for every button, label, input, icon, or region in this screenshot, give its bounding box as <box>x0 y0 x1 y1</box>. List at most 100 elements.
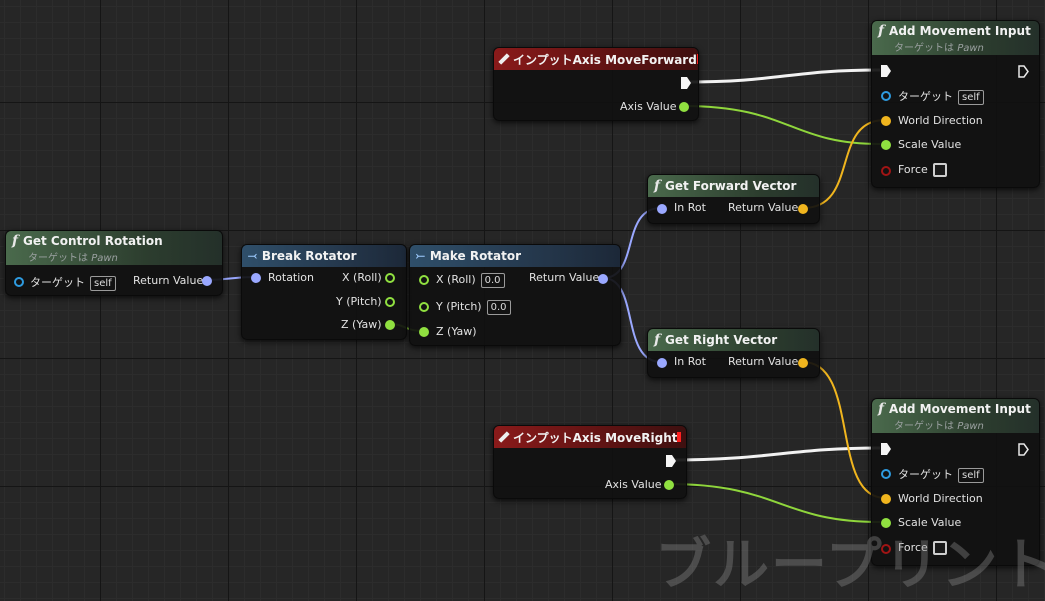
z-yaw-label: Z (Yaw) <box>341 318 382 331</box>
float-wire-right-scale <box>667 483 881 523</box>
stop-icon <box>677 432 682 442</box>
exec-output-pin[interactable] <box>1018 65 1029 78</box>
node-header: ⤙ Break Rotator <box>242 245 406 267</box>
target-pin[interactable] <box>881 469 891 479</box>
target-pin[interactable] <box>14 277 24 287</box>
float-wire-forward-scale <box>682 105 881 145</box>
return-label: Return Value <box>133 274 204 287</box>
function-icon: f <box>878 400 885 417</box>
blueprint-watermark: ブループリント <box>655 533 1045 598</box>
z-yaw-output-pin[interactable] <box>385 320 395 330</box>
event-icon <box>498 431 510 443</box>
return-value-pin[interactable] <box>202 276 212 286</box>
world-direction-label: World Direction <box>898 492 983 505</box>
stop-icon <box>696 54 698 64</box>
force-label: Force <box>898 541 947 555</box>
target-pin[interactable] <box>881 91 891 101</box>
force-checkbox[interactable] <box>932 541 947 555</box>
scale-value-label: Scale Value <box>898 138 962 151</box>
y-pitch-value[interactable]: 0.0 <box>486 300 511 315</box>
scale-value-pin[interactable] <box>881 140 891 150</box>
node-title: Add Movement Input <box>889 23 1031 38</box>
function-icon: f <box>654 178 661 194</box>
node-title: インプットAxis MoveRight <box>513 430 678 445</box>
exec-output-pin[interactable] <box>1018 443 1029 456</box>
node-header: インプットAxis MoveRight <box>494 426 686 448</box>
axis-value-label: Axis Value <box>620 100 677 113</box>
world-direction-pin[interactable] <box>881 494 891 504</box>
force-checkbox[interactable] <box>932 163 947 177</box>
z-yaw-input-pin[interactable] <box>419 327 429 337</box>
exec-wire-right <box>670 446 881 462</box>
x-roll-label: X (Roll)0.0 <box>436 273 505 288</box>
return-value-pin[interactable] <box>798 358 808 368</box>
axis-value-pin[interactable] <box>664 480 674 490</box>
function-icon: f <box>878 22 885 39</box>
axis-value-pin[interactable] <box>679 102 689 112</box>
vector-wire-right-dir <box>802 361 886 499</box>
make-struct-icon: ⤚ <box>416 249 425 262</box>
exec-input-pin[interactable] <box>881 443 891 455</box>
node-header: インプットAxis MoveForward <box>494 48 698 70</box>
node-make-rotator[interactable]: ⤚ Make Rotator X (Roll)0.0 Return Value Y… <box>409 244 621 346</box>
node-input-axis-move-right[interactable]: インプットAxis MoveRight Axis Value <box>493 425 687 499</box>
x-roll-output-pin[interactable] <box>385 273 395 283</box>
y-pitch-input-pin[interactable] <box>419 302 429 312</box>
world-direction-label: World Direction <box>898 114 983 127</box>
node-break-rotator[interactable]: ⤙ Break Rotator Rotation X (Roll) Y (Pitc… <box>241 244 407 340</box>
node-title: Get Forward Vector <box>665 179 797 193</box>
event-icon <box>498 53 510 65</box>
axis-value-label: Axis Value <box>605 478 662 491</box>
node-subtitle: ターゲットは Pawn <box>894 42 984 54</box>
scale-value-pin[interactable] <box>881 518 891 528</box>
y-pitch-label: Y (Pitch) <box>336 295 382 308</box>
force-pin[interactable] <box>881 544 891 554</box>
node-title: Add Movement Input <box>889 401 1031 416</box>
node-title: Get Control Rotation <box>23 233 163 248</box>
x-roll-input-pin[interactable] <box>419 275 429 285</box>
node-header: ⤚ Make Rotator <box>410 245 620 267</box>
node-get-forward-vector[interactable]: f Get Forward Vector In Rot Return Value <box>647 174 820 224</box>
vector-wire-forward-dir <box>802 119 886 209</box>
node-subtitle: ターゲットは Pawn <box>894 420 984 432</box>
node-subtitle: ターゲットは Pawn <box>28 252 118 264</box>
y-pitch-label: Y (Pitch)0.0 <box>436 300 511 315</box>
return-value-pin[interactable] <box>798 204 808 214</box>
rotation-input-pin[interactable] <box>251 273 261 283</box>
return-label: Return Value <box>728 355 799 368</box>
return-value-pin[interactable] <box>598 274 608 284</box>
exec-output-pin[interactable] <box>666 455 676 467</box>
node-title: Get Right Vector <box>665 333 778 347</box>
y-pitch-output-pin[interactable] <box>385 297 395 307</box>
exec-output-pin[interactable] <box>681 77 691 89</box>
node-title: Break Rotator <box>261 249 357 263</box>
x-roll-value[interactable]: 0.0 <box>480 273 505 288</box>
function-icon: f <box>12 232 19 249</box>
in-rot-pin[interactable] <box>657 358 667 368</box>
x-roll-label: X (Roll) <box>342 271 382 284</box>
world-direction-pin[interactable] <box>881 116 891 126</box>
force-pin[interactable] <box>881 166 891 176</box>
return-label: Return Value <box>529 271 600 284</box>
node-title: Make Rotator <box>429 249 522 263</box>
in-rot-label: In Rot <box>674 355 706 368</box>
exec-input-pin[interactable] <box>881 65 891 77</box>
node-input-axis-move-forward[interactable]: インプットAxis MoveForward Axis Value <box>493 47 699 121</box>
in-rot-label: In Rot <box>674 201 706 214</box>
exec-wire-forward <box>685 68 881 84</box>
in-rot-pin[interactable] <box>657 204 667 214</box>
z-yaw-label: Z (Yaw) <box>436 325 477 338</box>
node-header: f Add Movement Input ターゲットは Pawn <box>872 21 1039 55</box>
node-header: f Get Control Rotation ターゲットは Pawn <box>6 231 222 265</box>
break-struct-icon: ⤙ <box>248 249 257 262</box>
rotation-label: Rotation <box>268 271 315 284</box>
return-label: Return Value <box>728 201 799 214</box>
